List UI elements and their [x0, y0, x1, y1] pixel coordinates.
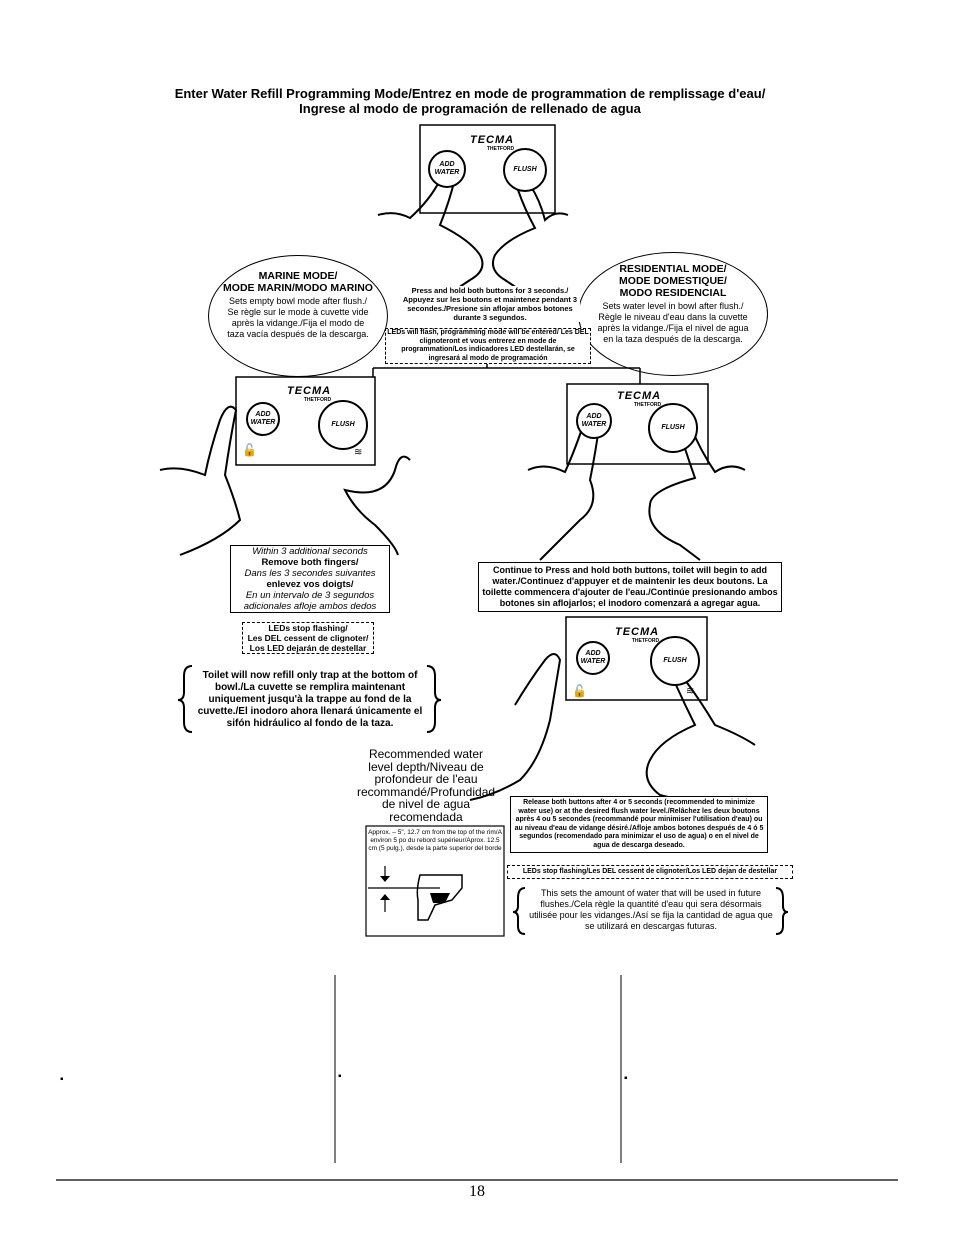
- right-brace-open: [512, 887, 526, 935]
- lower-panel-brand: TECMA THETFORD: [615, 626, 660, 644]
- right-brace-close: [775, 887, 789, 935]
- water-level-icon: ≋: [354, 447, 363, 458]
- toilet-bowl-icon: [416, 874, 463, 921]
- lock-icon: 🔓: [242, 443, 257, 457]
- marine-mode-oval: MARINE MODE/ MODE MARIN/MODO MARINO Sets…: [208, 255, 388, 377]
- continue-press-box: Continue to Press and hold both buttons,…: [478, 562, 782, 612]
- recommended-depth-text: Recommended water level depth/Niveau de …: [356, 747, 496, 824]
- residential-desc: Sets water level in bowl after flush./ R…: [597, 301, 749, 344]
- lower-flush-button[interactable]: FLUSH: [650, 636, 700, 686]
- left-panel-right-hand: [343, 455, 411, 556]
- lower-left-hand: [469, 653, 562, 801]
- leds-stop-left-note: LEDs stop flashing/ Les DEL cessent de c…: [242, 622, 374, 654]
- page-number: 18: [469, 1183, 485, 1200]
- residential-title-1: RESIDENTIAL MODE/: [619, 263, 727, 275]
- top-panel-brand: TECMA THETFORD: [470, 134, 515, 152]
- lower-water-level-icon: ≋: [686, 686, 695, 697]
- residential-mode-oval: RESIDENTIAL MODE/ MODE DOMESTIQUE/ MODO …: [578, 252, 768, 376]
- marine-title-2: MODE MARIN/MODO MARINO: [223, 282, 373, 294]
- sets-amount-text: This sets the amount of water that will …: [529, 888, 773, 931]
- leds-flash-note: LEDs will flash, programming mode will b…: [385, 328, 591, 364]
- top-flush-button[interactable]: FLUSH: [503, 148, 547, 192]
- title-line-1: Enter Water Refill Programming Mode/Entr…: [174, 86, 766, 101]
- press-hold-text: Press and hold both buttons for 3 second…: [400, 286, 580, 322]
- bullet-col-3: ▪: [624, 1073, 628, 1084]
- leds-stop-right-note: LEDs stop flashing/Les DEL cessent de cl…: [507, 865, 793, 879]
- residential-title-2: MODE DOMESTIQUE/: [619, 275, 727, 287]
- refill-trap-text: Toilet will now refill only trap at the …: [197, 670, 423, 729]
- lower-lock-icon: 🔓: [572, 684, 587, 698]
- approx-depth-text: Approx. – 5", 12.7 cm from the top of th…: [368, 829, 502, 852]
- release-box: Release both buttons after 4 or 5 second…: [510, 796, 768, 853]
- marine-desc: Sets empty bowl mode after flush./ Se rè…: [227, 296, 369, 339]
- water-level-diagram: [365, 825, 505, 937]
- page-title: Enter Water Refill Programming Mode/Entr…: [120, 86, 820, 116]
- residential-title-3: MODO RESIDENCIAL: [619, 287, 727, 299]
- left-panel-left-hand: [159, 405, 242, 556]
- left-brace-open: [177, 665, 193, 733]
- right-flush-button[interactable]: FLUSH: [648, 403, 698, 453]
- within-3-seconds-box: Within 3 additional seconds Remove both …: [230, 545, 390, 613]
- marine-title-1: MARINE MODE/: [258, 270, 338, 282]
- title-line-2: Ingrese al modo de programación de relle…: [299, 101, 641, 116]
- left-flush-button[interactable]: FLUSH: [318, 400, 368, 450]
- bullet-col-2: ▪: [338, 1071, 342, 1082]
- right-panel-brand: TECMA THETFORD: [617, 390, 662, 408]
- bullet-col-1: ▪: [60, 1074, 64, 1085]
- left-brace-close: [426, 665, 442, 733]
- left-panel-brand: TECMA THETFORD: [287, 385, 332, 403]
